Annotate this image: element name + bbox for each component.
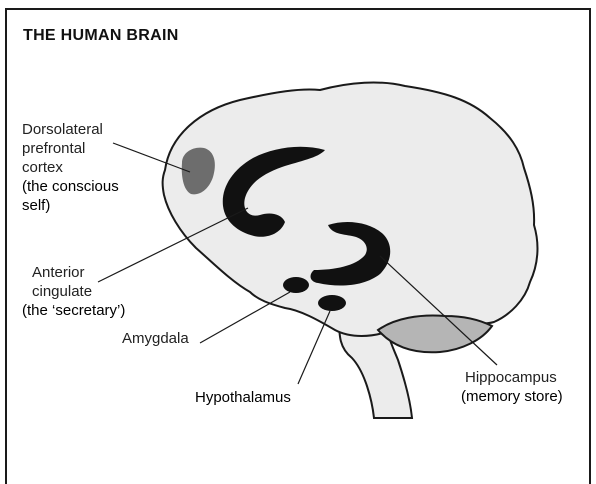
hypothalamus-region <box>318 295 346 311</box>
dlpfc-label-line-4: (the conscious <box>22 177 119 196</box>
acc-label-line-1: Anterior <box>22 263 125 282</box>
amygdala-leader-line <box>200 292 290 343</box>
cerebellum <box>378 316 492 353</box>
brain-outline <box>163 83 538 336</box>
dlpfc-label-line-3: cortex <box>22 158 119 177</box>
hippocampus-label-line-2: (memory store) <box>461 387 563 406</box>
hypothalamus-leader-line <box>298 311 330 384</box>
hippocampus-label: Hippocampus (memory store) <box>461 368 563 406</box>
amygdala-region <box>283 277 309 293</box>
dlpfc-label: Dorsolateral prefrontal cortex (the cons… <box>22 120 119 215</box>
acc-label-line-3: (the ‘secretary’) <box>22 301 125 320</box>
acc-label: Anterior cingulate (the ‘secretary’) <box>22 263 125 320</box>
hippocampus-label-line-1: Hippocampus <box>461 368 563 387</box>
acc-label-line-2: cingulate <box>22 282 125 301</box>
amygdala-label: Amygdala <box>122 329 189 348</box>
dlpfc-label-line-2: prefrontal <box>22 139 119 158</box>
dlpfc-label-line-5: self) <box>22 196 119 215</box>
hypothalamus-label: Hypothalamus <box>195 388 291 407</box>
dlpfc-label-line-1: Dorsolateral <box>22 120 119 139</box>
